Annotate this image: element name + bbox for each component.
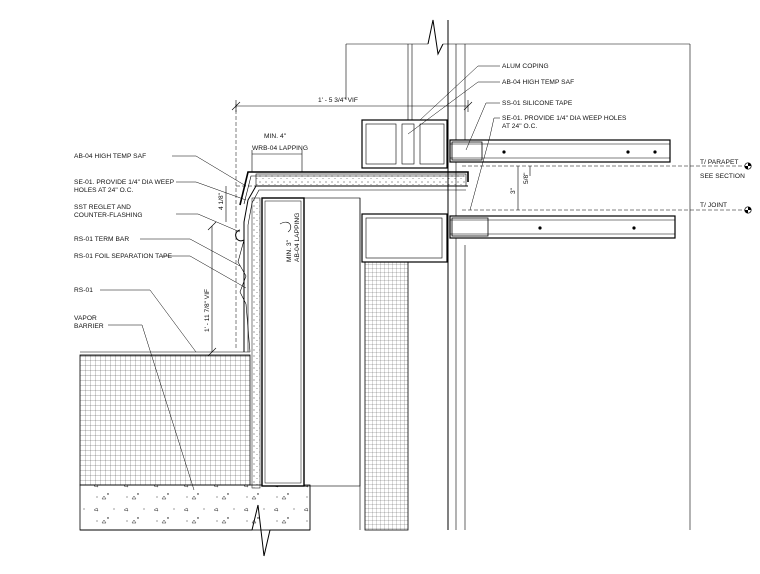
label-vapor-line1: VAPOR (74, 315, 97, 322)
leader-lines (100, 65, 500, 491)
label-se01-left-line1: SE-01. PROVIDE 1/4" DIA WEEP (74, 179, 175, 186)
label-se01-right-line2: AT 24" O.C. (502, 123, 537, 130)
label-sst-reglet-line1: SST REGLET AND (74, 204, 131, 211)
dim-top-width: 1' - 5 3/4" VIF (318, 97, 358, 104)
label-min3-line1: MIN. 3" (286, 239, 293, 262)
label-rs01-foil-tape: RS-01 FOIL SEPARATION TAPE (74, 253, 173, 260)
dim-five-eighths: 5/8" (523, 172, 530, 184)
label-rs01-term-bar: RS-01 TERM BAR (74, 236, 129, 243)
label-se01-left-line2: HOLES AT 24" O.C. (74, 187, 133, 194)
label-min3-line2: AB-04 LAPPING (294, 213, 301, 262)
roof-assembly (79, 351, 311, 531)
upper-frame (361, 119, 671, 169)
dimension-lines (207, 100, 748, 357)
label-ab04-high-temp-saf-top: AB-04 HIGH TEMP SAF (502, 79, 574, 86)
label-ss01-silicone-tape: SS-01 SILICONE TAPE (502, 100, 573, 107)
lower-frame (361, 213, 676, 263)
dim-height: 1' - 11 7/8" VIF (204, 289, 211, 332)
label-rs01: RS-01 (74, 287, 93, 294)
dim-four-eighths: 4 1/8" (218, 192, 225, 210)
label-ab04-high-temp-saf-left: AB-04 HIGH TEMP SAF (74, 153, 146, 160)
label-min4-line1: MIN. 4" (264, 133, 287, 140)
level-marker-joint (744, 206, 752, 214)
label-se01-right-line1: SE-01. PROVIDE 1/4" DIA WEEP HOLES (502, 115, 627, 122)
marker-parapet-line1: T/ PARAPET (700, 159, 738, 166)
label-alum-coping: ALUM COPING (502, 63, 549, 70)
marker-parapet-line2: SEE SECTION (700, 173, 745, 180)
label-min4-line2: WRB-04 LAPPING (252, 145, 308, 152)
dim-three: 3" (510, 187, 517, 194)
parapet-wall (235, 104, 469, 531)
label-sst-reglet-line2: COUNTER-FLASHING (74, 212, 143, 219)
marker-joint: T/ JOINT (700, 202, 727, 209)
label-vapor-line2: BARRIER (74, 323, 104, 330)
level-marker-parapet (744, 162, 752, 170)
